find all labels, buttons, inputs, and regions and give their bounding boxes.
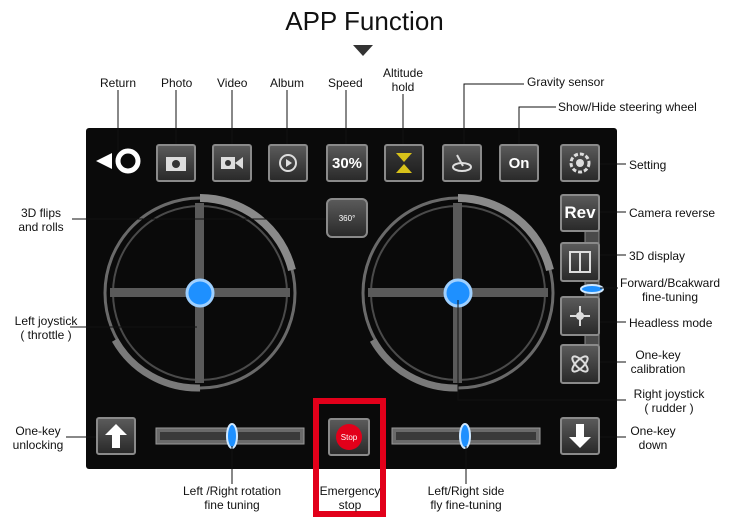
label-video: Video	[217, 76, 248, 90]
label-album: Album	[270, 76, 305, 90]
emergency-stop-button[interactable]: Stop	[328, 418, 370, 456]
label-steering: Show/Hide steering wheel	[558, 100, 697, 114]
down-arrow-icon	[353, 45, 373, 56]
label-right-joystick: Right joystick( rudder )	[633, 387, 705, 415]
label-left-joystick: Left joystick( throttle )	[14, 314, 78, 342]
stop-icon: Stop	[336, 424, 362, 450]
emergency-highlight-frame	[313, 398, 386, 517]
headless-mode-icon	[570, 306, 590, 326]
app-screen	[86, 128, 617, 469]
rotation-trim-slider[interactable]	[155, 423, 305, 449]
video-button[interactable]	[212, 144, 252, 182]
one-key-down-button[interactable]	[560, 417, 600, 455]
return-icon[interactable]	[96, 148, 141, 174]
3d-display-icon	[569, 251, 591, 273]
gravity-sensor-icon	[452, 154, 472, 172]
flip-360-icon: 360°	[338, 213, 356, 223]
left-joystick[interactable]	[103, 194, 297, 392]
label-return: Return	[100, 76, 137, 90]
gear-icon	[569, 152, 591, 174]
calibration-button[interactable]	[560, 344, 600, 384]
arrow-up-icon	[105, 424, 127, 448]
headless-mode-button[interactable]	[560, 296, 600, 336]
label-headless: Headless mode	[629, 316, 713, 330]
label-speed: Speed	[328, 76, 363, 90]
gravity-sensor-button[interactable]	[442, 144, 482, 182]
arrow-down-icon	[569, 424, 591, 448]
camera-reverse-button[interactable]: Rev	[560, 194, 600, 232]
label-setting: Setting	[629, 158, 667, 172]
camera-icon	[166, 157, 186, 171]
calibration-icon	[571, 355, 589, 373]
side-trim-slider[interactable]	[391, 423, 541, 449]
altitude-hold-icon	[396, 153, 412, 173]
album-icon	[279, 154, 297, 172]
label-photo: Photo	[161, 76, 193, 90]
flip-360-button[interactable]: 360°	[326, 198, 368, 238]
3d-display-button[interactable]	[560, 242, 600, 282]
steering-toggle-button[interactable]: On	[499, 144, 539, 182]
photo-button[interactable]	[156, 144, 196, 182]
setting-button[interactable]	[560, 144, 600, 182]
altitude-hold-button[interactable]	[384, 144, 424, 182]
page-title: APP Function	[285, 6, 444, 36]
label-camera-reverse: Camera reverse	[629, 206, 716, 220]
video-camera-icon	[221, 157, 243, 169]
unlock-button[interactable]	[96, 417, 136, 455]
album-button[interactable]	[268, 144, 308, 182]
speed-button[interactable]: 30%	[326, 144, 368, 182]
label-3d-display: 3D display	[629, 249, 686, 263]
label-gravity-sensor: Gravity sensor	[527, 75, 605, 89]
